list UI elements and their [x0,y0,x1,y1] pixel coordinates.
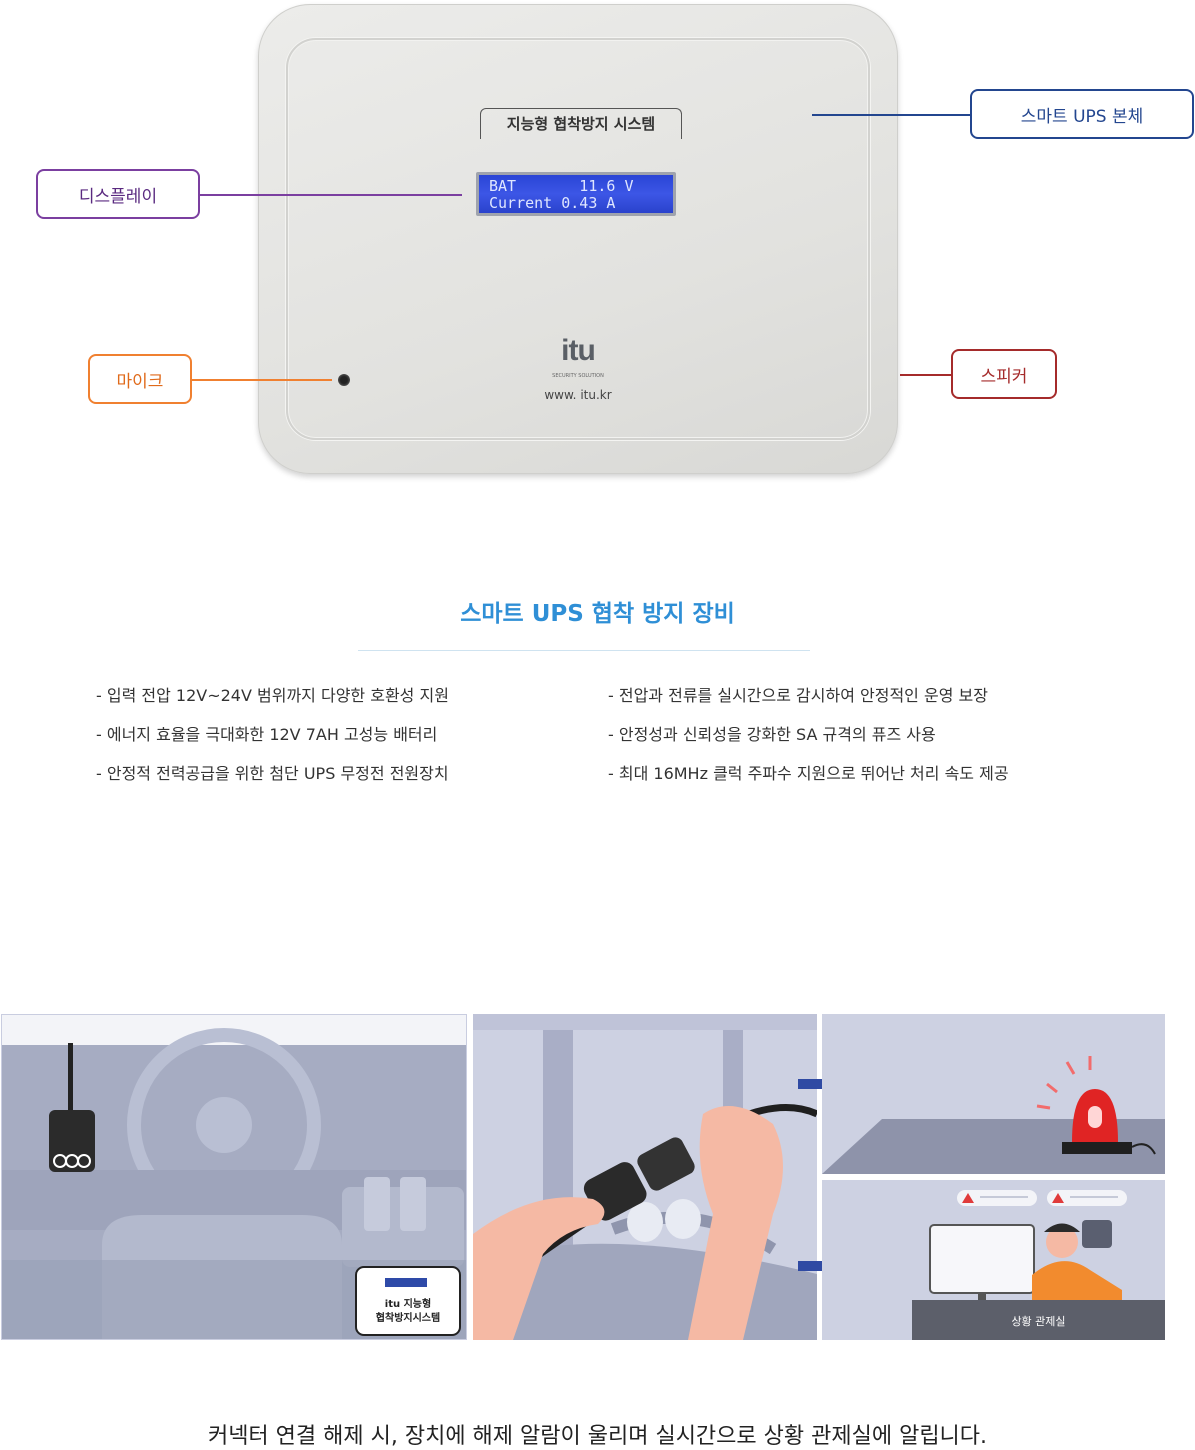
connector-line-display [200,194,462,196]
feature-left-2: - 에너지 효율을 극대화한 12V 7AH 고성능 배터리 [96,725,438,744]
section-title: 스마트 UPS 협착 방지 장비 [460,601,735,627]
connector-line-ups-body [812,114,970,116]
siren-illustration [822,1056,1165,1174]
lcd-line-1: BAT 11.6 V [489,177,634,195]
feature-right-1: - 전압과 전류를 실시간으로 감시하여 안정적인 운영 보장 [608,686,988,705]
website-text: www. itu.kr [544,388,612,402]
device-front-panel [286,38,870,440]
bottom-caption: 커넥터 연결 해제 시, 장치에 해제 알람이 울리며 실시간으로 상황 관제실… [207,1424,988,1449]
callout-ups-body: 스마트 UPS 본체 [970,89,1194,139]
callout-mic: 마이크 [88,354,192,404]
microphone-hole [338,374,350,386]
smart-ups-device: 지능형 협착방지 시스템 BAT 11.6 V Current 0.43 A i… [258,4,898,474]
callout-ups-body-label: 스마트 UPS 본체 [1020,106,1144,127]
system-label: 지능형 협착방지 시스템 [480,108,682,139]
callout-display: 디스플레이 [36,169,200,219]
callout-display-label: 디스플레이 [78,186,158,207]
control-room-illustration [912,1190,1165,1340]
panel-car-interior: itu 지능형 협착방지시스템 [1,1014,467,1340]
itu-logo: itu [561,334,596,367]
lcd-display: BAT 11.6 V Current 0.43 A [476,172,676,216]
unplug-illustration [473,1014,817,1340]
lcd-line-2: Current 0.43 A [489,194,616,212]
logo-subtitle: SECURITY SOLUTION [552,373,604,379]
feature-left-1: - 입력 전압 12V~24V 범위까지 다양한 호환성 지원 [96,686,449,705]
connector-line-mic [192,379,332,381]
panel-connector-unplug [473,1014,817,1340]
car-interior-illustration [2,1015,466,1339]
callout-mic-label: 마이크 [116,371,164,392]
callout-speaker: 스피커 [951,349,1057,399]
callout-speaker-label: 스피커 [980,366,1028,387]
feature-right-3: - 최대 16MHz 클럭 주파수 지원으로 뛰어난 처리 속도 제공 [608,764,1009,783]
device-tag-line-1: itu 지능형 [384,1299,432,1310]
feature-left-3: - 안정적 전력공급을 위한 첨단 UPS 무정전 전원장치 [96,764,449,783]
panel-siren-alarm [822,1014,1165,1174]
connector-line-speaker [900,374,951,376]
title-divider [358,650,810,651]
device-tag-line-2: 협착방지시스템 [375,1313,441,1324]
feature-right-2: - 안정성과 신뢰성을 강화한 SA 규격의 퓨즈 사용 [608,725,936,744]
control-room-label: 상황 관제실 [1011,1315,1066,1328]
panel-control-room: 상황 관제실 [822,1180,1165,1340]
